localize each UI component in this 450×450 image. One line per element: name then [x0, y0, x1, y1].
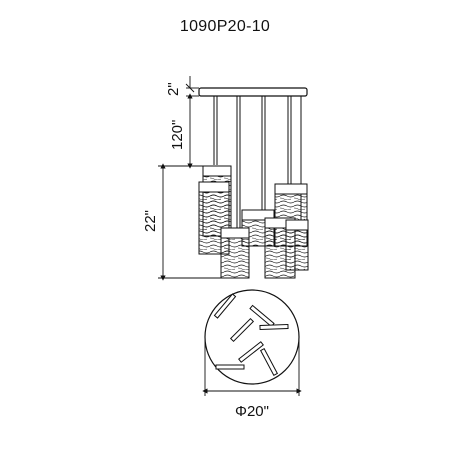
- glass-shades: [198, 165, 309, 279]
- top-view: Φ20": [202, 289, 302, 420]
- canopy: [198, 87, 308, 97]
- shade-outlines: [213, 293, 289, 376]
- diameter-dimension: [202, 340, 302, 396]
- dimension-lines: [158, 76, 221, 281]
- canopy-circle: [204, 289, 300, 385]
- canopy-height-label: 2": [165, 82, 182, 96]
- fixture-height-label: 22": [142, 210, 159, 232]
- cord-length-label: 120": [169, 120, 186, 150]
- page-title: 1090P20-10: [179, 18, 271, 35]
- diameter-label: Φ20": [235, 403, 269, 420]
- side-elevation: 2" 120" 22": [142, 76, 309, 281]
- glass-shade: [285, 219, 309, 271]
- glass-shade: [220, 227, 250, 279]
- suspension-cords: [213, 96, 302, 230]
